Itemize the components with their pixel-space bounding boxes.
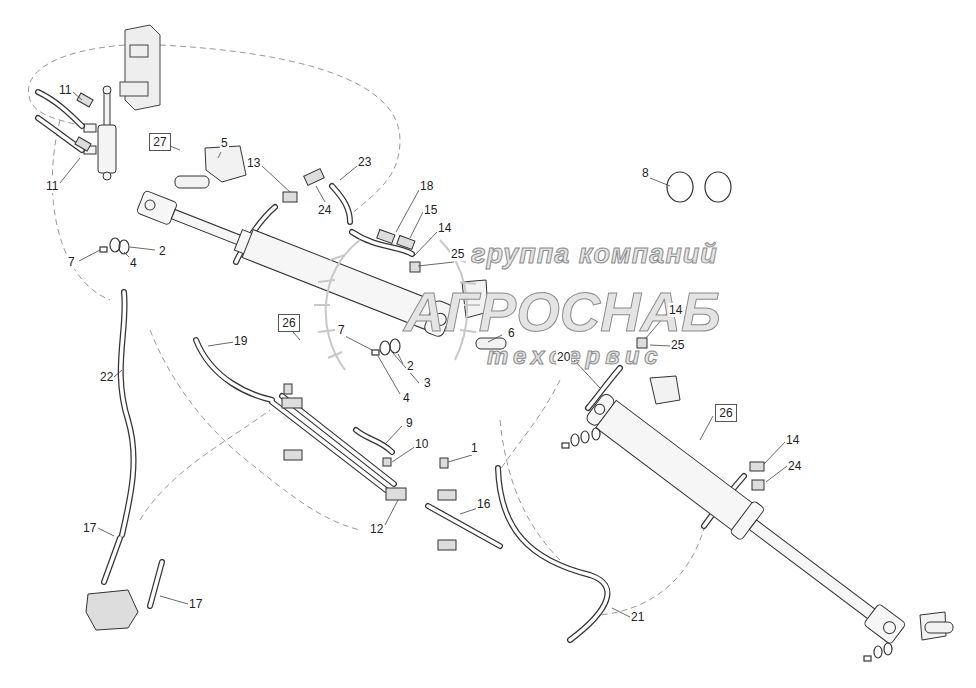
callout-number: 25 <box>670 338 685 352</box>
callout-number: 26 <box>716 406 736 420</box>
callout-number: 14 <box>437 221 452 235</box>
callout-number: 11 <box>58 83 72 97</box>
callout-number: 7 <box>337 323 346 337</box>
callout-number: 16 <box>476 497 491 511</box>
callout-number: 15 <box>423 203 438 217</box>
callout-number: 4 <box>129 256 138 270</box>
callout-number: 11 <box>45 179 59 193</box>
callout-number: 4 <box>402 391 411 405</box>
callout-box: 27 <box>149 133 171 151</box>
callout-box: 26 <box>715 404 737 422</box>
callout-number: 17 <box>82 521 97 535</box>
callout-number: 24 <box>787 459 802 473</box>
callout-number: 20 <box>556 350 571 364</box>
watermark: техсервис <box>487 343 663 369</box>
callout-number: 18 <box>419 179 434 193</box>
callout-number: 23 <box>357 155 372 169</box>
watermark: группа компаний <box>471 239 718 269</box>
callout-number: 24 <box>317 203 332 217</box>
callout-number: 2 <box>406 359 415 373</box>
callout-number: 22 <box>99 370 114 384</box>
callout-number: 13 <box>246 156 261 170</box>
callout-number: 25 <box>450 247 465 261</box>
callout-number: 7 <box>67 255 76 269</box>
callout-number: 27 <box>150 135 170 149</box>
callout-box: 26 <box>278 314 300 332</box>
callout-number: 26 <box>279 316 299 330</box>
callout-number: 9 <box>405 416 414 430</box>
callout-number: 21 <box>630 610 645 624</box>
callout-number: 14 <box>785 433 800 447</box>
callout-number: 10 <box>414 437 429 451</box>
callout-number: 2 <box>158 244 167 258</box>
callout-number: 12 <box>369 522 384 536</box>
callout-number: 17 <box>188 597 203 611</box>
callout-number: 14 <box>668 303 683 317</box>
callout-number: 8 <box>641 166 650 180</box>
callout-number: 1 <box>470 441 479 455</box>
callout-number: 3 <box>423 376 432 390</box>
callout-number: 5 <box>220 136 229 150</box>
callout-number: 19 <box>233 334 248 348</box>
callout-number: 6 <box>507 326 516 340</box>
